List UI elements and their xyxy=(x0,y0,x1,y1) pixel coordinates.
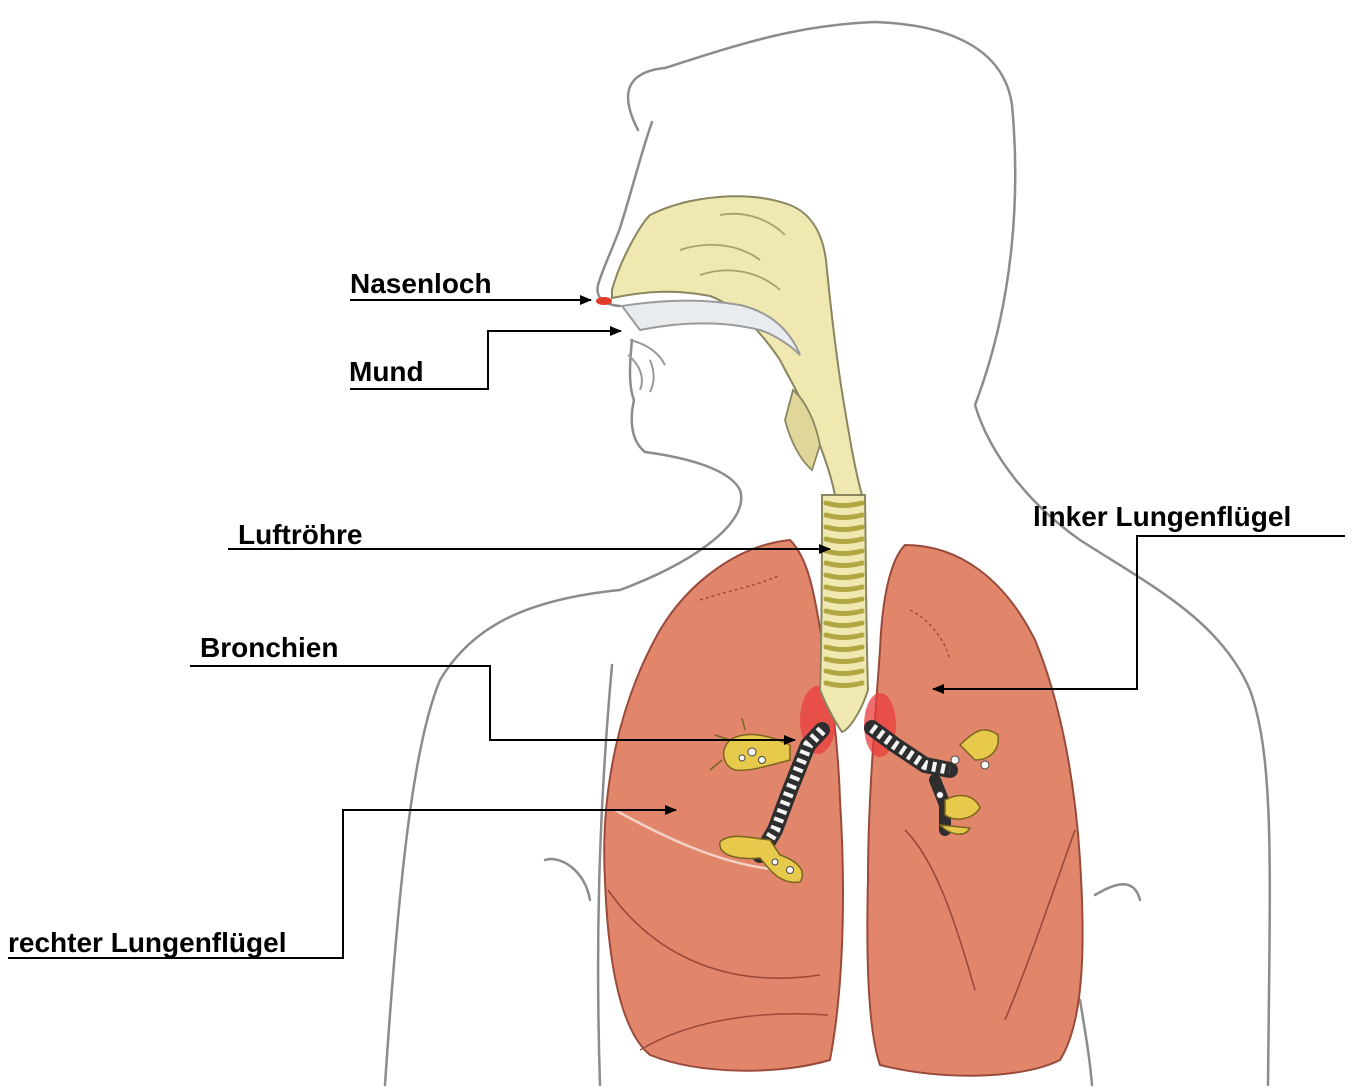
label-mund: Mund xyxy=(349,358,424,386)
nasal-cavity xyxy=(612,196,862,495)
trachea-ring xyxy=(826,551,862,554)
trachea-ring xyxy=(826,659,862,662)
trachea-ring xyxy=(826,599,862,602)
trachea-ring xyxy=(826,611,862,614)
label-luftroehre: Luftröhre xyxy=(238,521,362,549)
trachea-ring xyxy=(826,575,862,578)
trachea-ring xyxy=(826,539,862,542)
trachea-ring xyxy=(826,515,862,518)
label-rechter-lungenfluegel: rechter Lungenflügel xyxy=(8,929,286,957)
trachea-ring xyxy=(826,671,862,674)
trachea-ring xyxy=(826,635,862,638)
trachea xyxy=(820,495,868,732)
label-nasenloch: Nasenloch xyxy=(350,270,492,298)
trachea-ring xyxy=(826,623,862,626)
trachea-ring xyxy=(826,503,862,506)
nostril-marker xyxy=(596,297,612,305)
trachea-ring xyxy=(826,647,862,650)
label-linker-lungenfluegel: linker Lungenflügel xyxy=(1033,503,1291,531)
trachea-ring xyxy=(826,683,862,686)
trachea-ring xyxy=(826,527,862,530)
right-lung xyxy=(604,540,843,1071)
trachea-ring xyxy=(826,587,862,590)
label-bronchien: Bronchien xyxy=(200,634,338,662)
trachea-ring xyxy=(826,563,862,566)
